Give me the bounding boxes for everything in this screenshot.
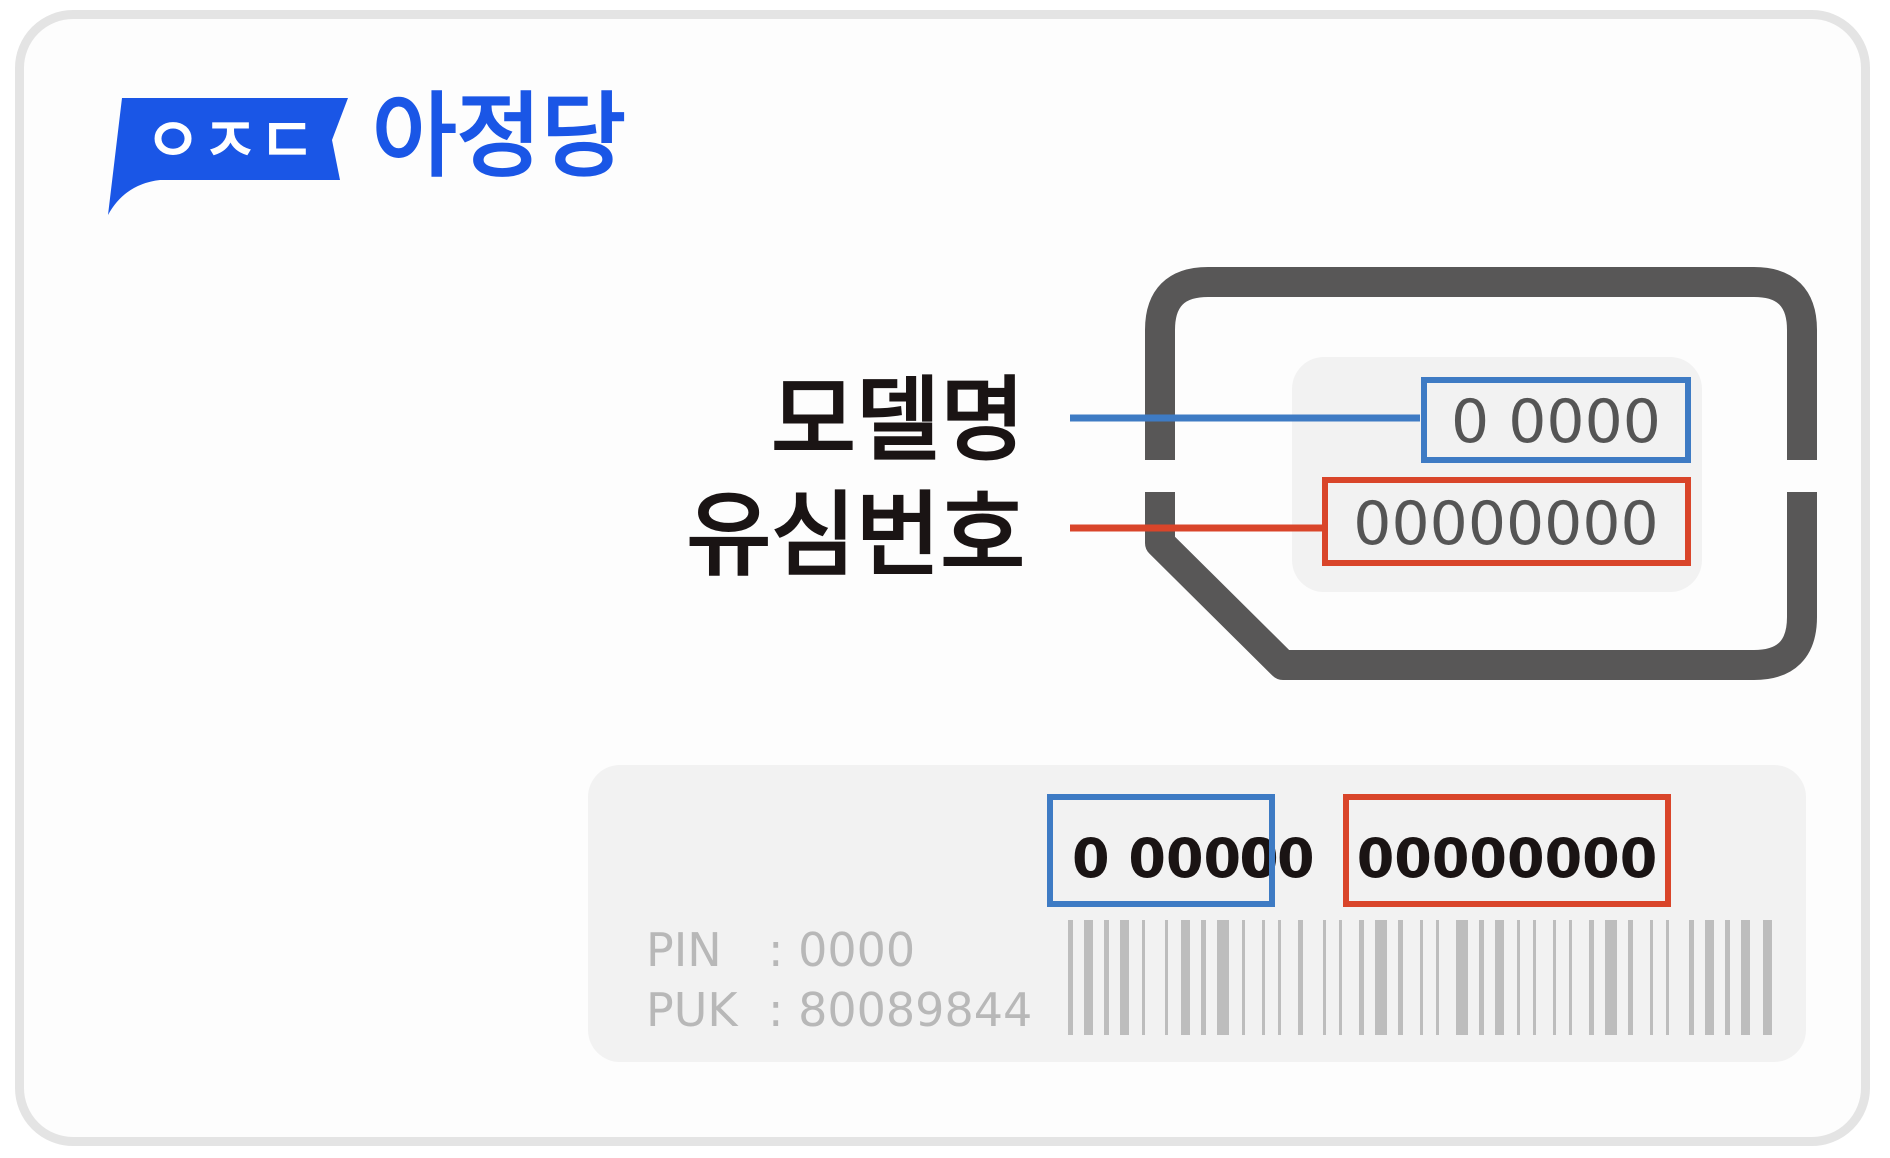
barcode-bar — [1298, 920, 1303, 1035]
barcode-bar — [1689, 920, 1694, 1035]
barcode-bar — [1705, 920, 1714, 1035]
barcode-bar — [1517, 920, 1520, 1035]
barcode-bar — [1375, 920, 1387, 1035]
pin-label: PIN — [646, 923, 722, 977]
barcode-bar — [1181, 920, 1190, 1035]
barcode-bar — [1650, 920, 1653, 1035]
usim-value: 00000000 — [1353, 489, 1658, 559]
barcode-bar — [1456, 920, 1468, 1035]
barcode-bar — [1068, 920, 1073, 1035]
usim-label: 유심번호 — [686, 482, 1025, 589]
barcode-bar — [1262, 920, 1265, 1035]
barcode-bar — [1495, 920, 1504, 1035]
panel-usim-box — [1343, 794, 1671, 907]
brand-badge-text: ㅇㅈㄷ — [144, 104, 315, 177]
barcode-bar — [1278, 920, 1281, 1035]
sim-outline-bottom — [1145, 492, 1817, 680]
barcode-bar — [1398, 920, 1403, 1035]
pin-value: : 0000 — [768, 923, 915, 977]
barcode-bar — [1666, 920, 1669, 1035]
barcode-bar — [1725, 920, 1730, 1035]
sim-outline-top — [1145, 267, 1817, 460]
barcode-bar — [1323, 920, 1326, 1035]
barcode-bar — [1217, 920, 1229, 1035]
barcode-bar — [1142, 920, 1145, 1035]
barcode-bar — [1339, 920, 1342, 1035]
panel-usim-code: 00000000 — [1357, 827, 1658, 890]
model-value: 0 0000 — [1451, 387, 1661, 457]
model-label: 모델명 — [771, 367, 1025, 474]
barcode-bar — [1436, 920, 1439, 1035]
barcode-bar — [1741, 920, 1750, 1035]
barcode-panel: 0 0000 00 00000000 PIN : 0000 PUK : 8008… — [588, 765, 1806, 1062]
barcode-bar — [1165, 920, 1168, 1035]
model-value-box — [1421, 377, 1691, 463]
panel-middle-code: 00 — [1239, 827, 1314, 890]
barcode-bar — [1359, 920, 1364, 1035]
panel-model-code: 0 0000 — [1072, 827, 1279, 890]
barcode-bar — [1553, 920, 1556, 1035]
sim-card — [1145, 267, 1817, 680]
brand-name: 아정당 — [372, 83, 626, 190]
barcode — [1068, 920, 1772, 1035]
puk-value: : 80089844 — [768, 983, 1032, 1037]
barcode-bar — [1104, 920, 1109, 1035]
barcode-bar — [1120, 920, 1129, 1035]
barcode-bar — [1201, 920, 1206, 1035]
barcode-bar — [1628, 920, 1633, 1035]
barcode-bar — [1589, 920, 1594, 1035]
barcode-bar — [1420, 920, 1423, 1035]
panel-model-box — [1047, 794, 1275, 907]
usim-value-box — [1322, 477, 1691, 566]
brand-badge — [108, 98, 348, 215]
barcode-bar — [1242, 920, 1245, 1035]
barcode-bar — [1084, 920, 1093, 1035]
puk-label: PUK — [646, 983, 739, 1037]
barcode-bar — [1605, 920, 1617, 1035]
barcode-bar — [1569, 920, 1572, 1035]
barcode-bar — [1479, 920, 1484, 1035]
barcode-bar — [1763, 920, 1772, 1035]
barcode-bar — [1533, 920, 1536, 1035]
brand-logo: ㅇㅈㄷ 아정당 — [108, 83, 626, 215]
